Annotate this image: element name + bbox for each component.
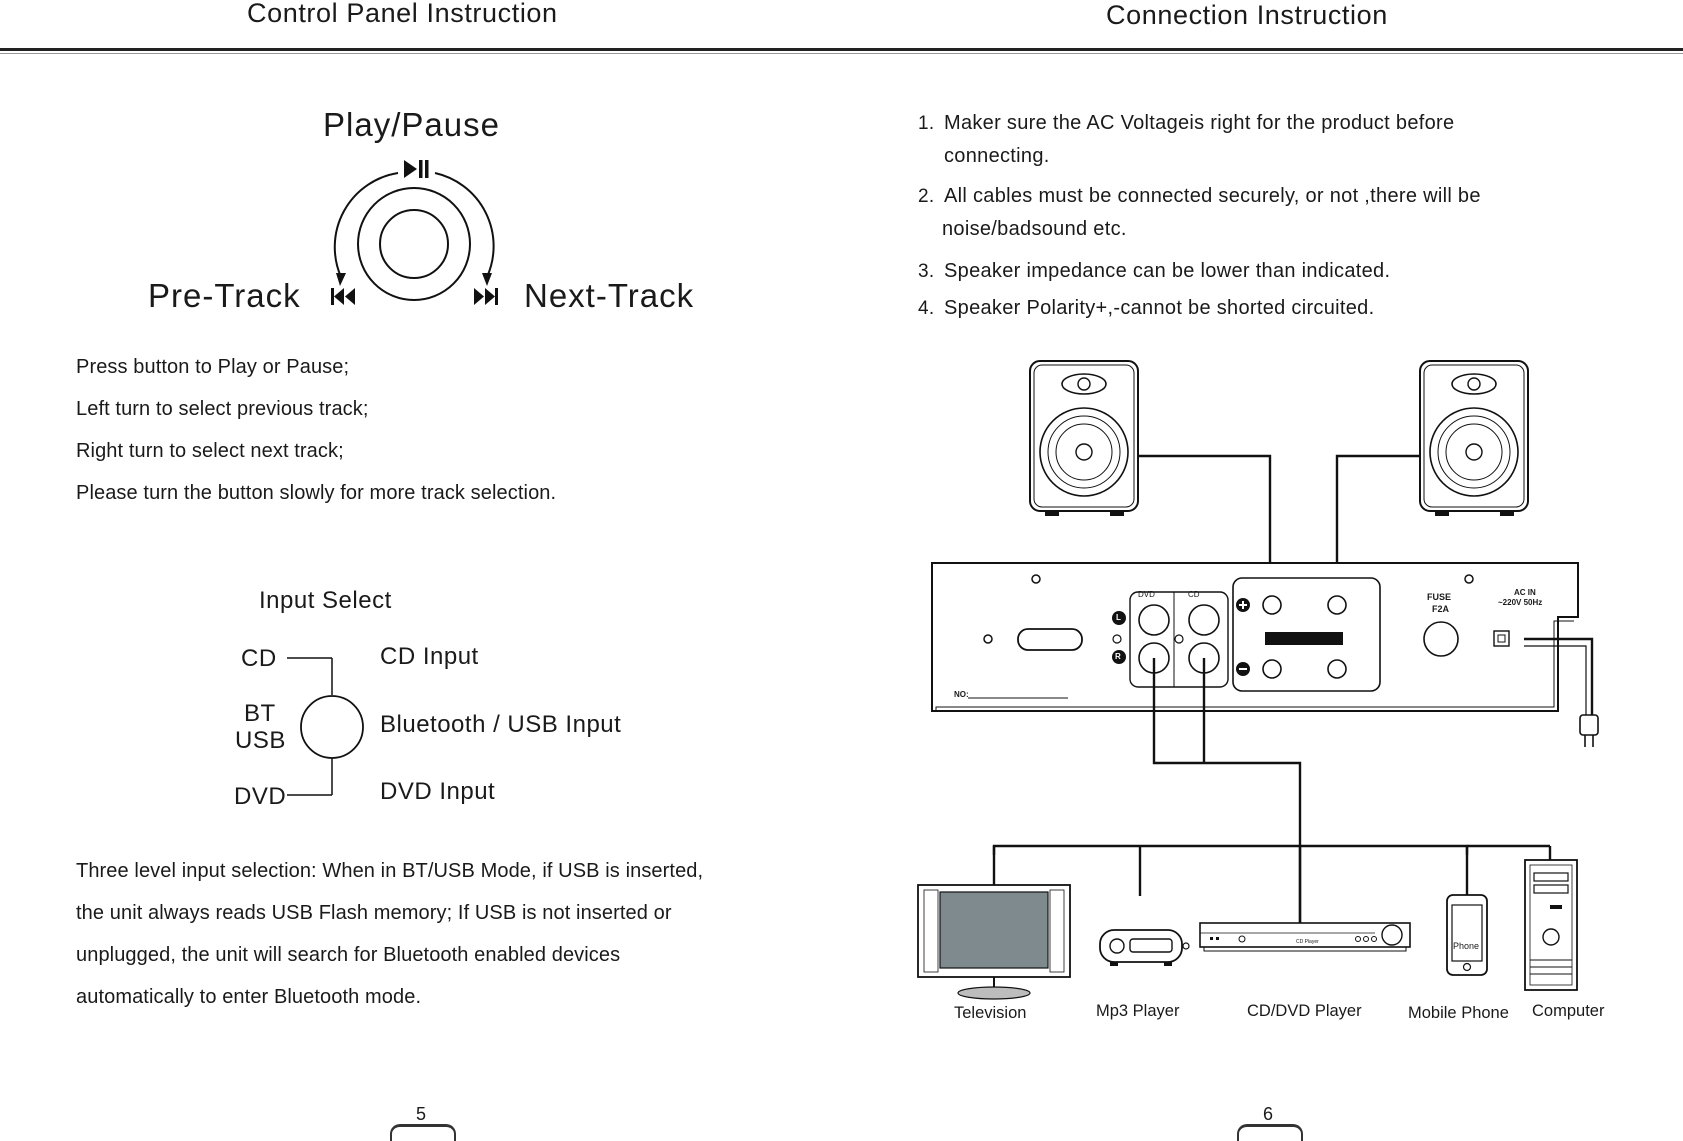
mobile-phone-icon <box>1446 894 1488 976</box>
left-page-header: Control Panel Instruction <box>247 0 558 28</box>
step-1: 1. Maker sure the AC Voltageis right for … <box>918 112 1454 135</box>
right-page-header: Connection Instruction <box>1106 0 1388 30</box>
step-2-number: 2. <box>918 186 935 207</box>
header-rule <box>0 48 1683 51</box>
computer-tower-icon <box>1524 859 1578 991</box>
next-track-icon <box>474 288 498 305</box>
selector-knob <box>300 695 364 759</box>
step-3-number: 3. <box>918 261 935 282</box>
device-label-television: Television <box>954 1004 1027 1022</box>
left-turn-arc <box>333 172 399 278</box>
instruction-line-2: Left turn to select previous track; <box>76 398 369 420</box>
step-1-number: 1. <box>918 113 935 134</box>
play-pause-icon <box>404 160 429 178</box>
mp3-player-icon <box>1099 929 1190 966</box>
page-number-left: 5 <box>416 1104 427 1124</box>
television-icon <box>917 884 1071 1000</box>
play-pause-label: Play/Pause <box>323 106 500 143</box>
amplifier-back-panel <box>931 562 1579 712</box>
step-3-line-1: Speaker impedance can be lower than indi… <box>944 260 1391 282</box>
fuse-label: FUSE <box>1427 592 1452 602</box>
step-4-number: 4. <box>918 298 935 319</box>
position-cd: CD <box>241 645 277 672</box>
instruction-line-4: Please turn the button slowly for more t… <box>76 482 557 504</box>
power-plug-icon <box>1524 637 1599 747</box>
left-speaker-icon <box>1029 360 1139 516</box>
position-usb: USB <box>235 727 286 754</box>
control-knob-diagram <box>333 160 495 301</box>
next-track-label: Next-Track <box>524 277 695 314</box>
step-2-line-2: noise/badsound etc. <box>942 218 1127 240</box>
knob-inner <box>379 209 449 279</box>
paragraph-line-3: unplugged, the unit will search for Blue… <box>76 944 621 966</box>
step-2: 2. All cables must be connected securely,… <box>918 185 1481 208</box>
page-number-right: 6 <box>1263 1104 1274 1124</box>
instruction-line-3: Right turn to select next track; <box>76 440 344 462</box>
right-turn-arc <box>434 172 495 278</box>
right-speaker-icon <box>1419 360 1529 516</box>
dvd-input-desc: DVD Input <box>380 778 496 805</box>
fuse-icon <box>1423 621 1459 657</box>
device-label-cd-dvd-player: CD/DVD Player <box>1247 1002 1362 1020</box>
device-label-computer: Computer <box>1532 1002 1605 1020</box>
position-dvd: DVD <box>234 783 287 810</box>
position-bt: BT <box>244 700 276 727</box>
phone-screen-label: Phone <box>1453 941 1480 951</box>
header-rule-thin <box>0 53 1683 54</box>
cd-input-desc: CD Input <box>380 643 479 670</box>
serial-number-label: NO: <box>954 690 969 699</box>
step-4: 4. Speaker Polarity+,-cannot be shorted c… <box>918 297 1374 320</box>
instruction-line-1: Press button to Play or Pause; <box>76 356 350 378</box>
device-label-mp3-player: Mp3 Player <box>1096 1002 1180 1020</box>
ac-rating-label: ~220V 50Hz <box>1498 598 1543 607</box>
ac-in-label: AC IN <box>1514 588 1536 597</box>
paragraph-line-1: Three level input selection: When in BT/… <box>76 860 704 882</box>
power-socket-icon <box>1493 630 1510 647</box>
panel-l-label: L <box>1116 613 1121 622</box>
step-1-line-2: connecting. <box>944 145 1050 167</box>
paragraph-line-4: automatically to enter Bluetooth mode. <box>76 986 422 1008</box>
panel-r-label: R <box>1115 652 1121 661</box>
cd-dvd-player-icon <box>1199 922 1411 952</box>
step-1-line-1: Maker sure the AC Voltageis right for th… <box>944 112 1455 134</box>
step-4-line-1: Speaker Polarity+,-cannot be shorted cir… <box>944 297 1375 319</box>
previous-track-icon <box>331 288 355 305</box>
pre-track-label: Pre-Track <box>148 277 301 314</box>
panel-cd-label: CD <box>1188 590 1200 599</box>
input-select-switch-diagram <box>287 657 364 796</box>
step-2-line-1: All cables must be connected securely, o… <box>944 185 1481 207</box>
device-label-mobile-phone: Mobile Phone <box>1408 1004 1509 1022</box>
cd-player-tag: CD Player <box>1296 939 1319 945</box>
fuse-rating-label: F2A <box>1432 604 1450 614</box>
input-select-title: Input Select <box>259 587 392 614</box>
connection-diagram <box>917 360 1599 1000</box>
knob-outer <box>357 187 471 301</box>
paragraph-line-2: the unit always reads USB Flash memory; … <box>76 902 672 924</box>
step-3: 3. Speaker impedance can be lower than in… <box>918 260 1390 283</box>
panel-dvd-label: DVD <box>1138 590 1155 599</box>
bt-usb-input-desc: Bluetooth / USB Input <box>380 711 622 738</box>
